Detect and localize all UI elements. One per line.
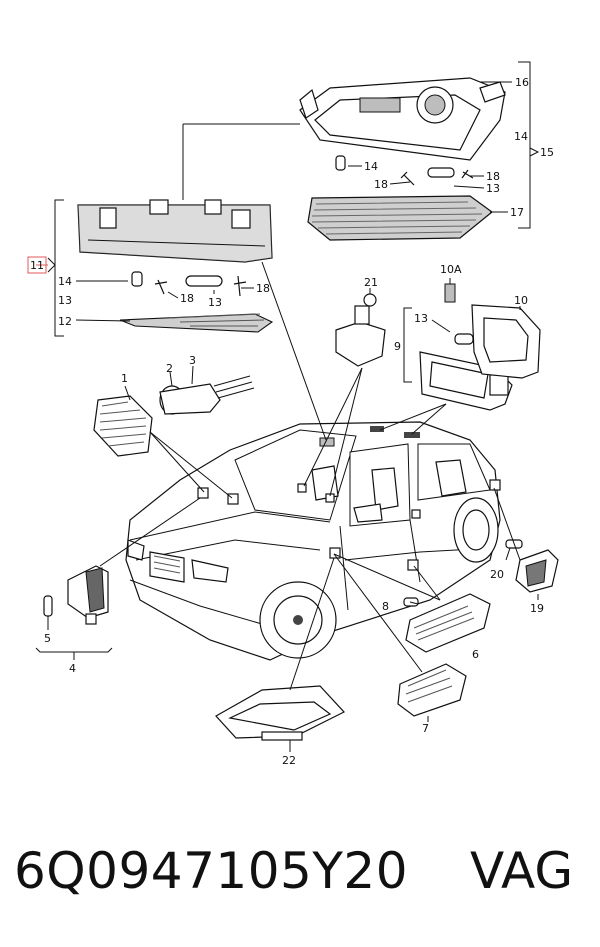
side-marker-1 xyxy=(93,395,153,457)
callout-3: 3 xyxy=(189,354,196,367)
callout-18-left-a: 18 xyxy=(180,292,194,305)
callout-12: 12 xyxy=(58,315,72,328)
callout-19: 19 xyxy=(530,602,544,615)
brand-label: VAG xyxy=(470,842,574,900)
callout-1: 1 xyxy=(121,372,128,385)
socket-3 xyxy=(159,375,255,415)
parts-diagram: 16 14 15 14 18 18 13 17 11 14 18 18 13 1… xyxy=(27,61,559,767)
callout-13-right: 13 xyxy=(414,312,428,325)
callout-11: 11 xyxy=(30,259,44,272)
lens-cover-17 xyxy=(307,195,493,241)
callout-17: 17 xyxy=(510,206,524,219)
callout-14-left: 14 xyxy=(58,275,72,288)
door-lamp-6 xyxy=(403,593,491,653)
callout-10a: 10A xyxy=(440,263,462,276)
callout-2: 2 xyxy=(166,362,173,375)
callout-5: 5 xyxy=(44,632,51,645)
callout-13-left: 13 xyxy=(58,294,72,307)
callout-21: 21 xyxy=(364,276,378,289)
callout-20: 20 xyxy=(490,568,504,581)
callout-4: 4 xyxy=(69,662,76,675)
callout-15: 15 xyxy=(540,146,554,159)
callout-18-upper-right: 18 xyxy=(486,170,500,183)
leader-lines-side xyxy=(124,365,194,401)
callout-6: 6 xyxy=(472,648,479,661)
callout-16: 16 xyxy=(515,76,529,89)
callout-22: 22 xyxy=(282,754,296,767)
callout-18-left-b: 18 xyxy=(256,282,270,295)
callout-14-bulb: 14 xyxy=(364,160,378,173)
callout-10: 10 xyxy=(514,294,528,307)
overhead-console-assembly xyxy=(299,77,506,241)
leader-lines-upper xyxy=(182,61,540,229)
callout-labels: 16 14 15 14 18 18 13 17 11 14 18 18 13 1… xyxy=(27,76,554,767)
bulbs-and-screws-left xyxy=(131,271,247,297)
bulb-10a xyxy=(444,283,456,303)
leader-lines-lower-left xyxy=(35,616,113,660)
callout-13-left-bulb: 13 xyxy=(208,296,222,309)
leader-lines-right xyxy=(403,278,521,383)
callout-18-upper-left: 18 xyxy=(374,178,388,191)
connection-lines xyxy=(99,261,539,752)
callout-8: 8 xyxy=(382,600,389,613)
callout-14-upper: 14 xyxy=(514,130,528,143)
reading-lamp-9 xyxy=(419,351,513,411)
glove-box-lamp-4 xyxy=(43,565,109,625)
bracket-21 xyxy=(335,288,386,367)
storage-tray-22 xyxy=(215,685,345,741)
leader-lines-left xyxy=(36,199,254,337)
trunk-lamp-19 xyxy=(505,539,559,593)
callout-13-upper: 13 xyxy=(486,182,500,195)
callout-11-box xyxy=(27,256,47,274)
callout-9: 9 xyxy=(394,340,401,353)
part-number: 6Q0947105Y20 xyxy=(14,842,409,900)
interior-lamp-housing xyxy=(77,199,273,263)
callout-7: 7 xyxy=(422,722,429,735)
door-lamp-lens-7 xyxy=(397,663,467,717)
